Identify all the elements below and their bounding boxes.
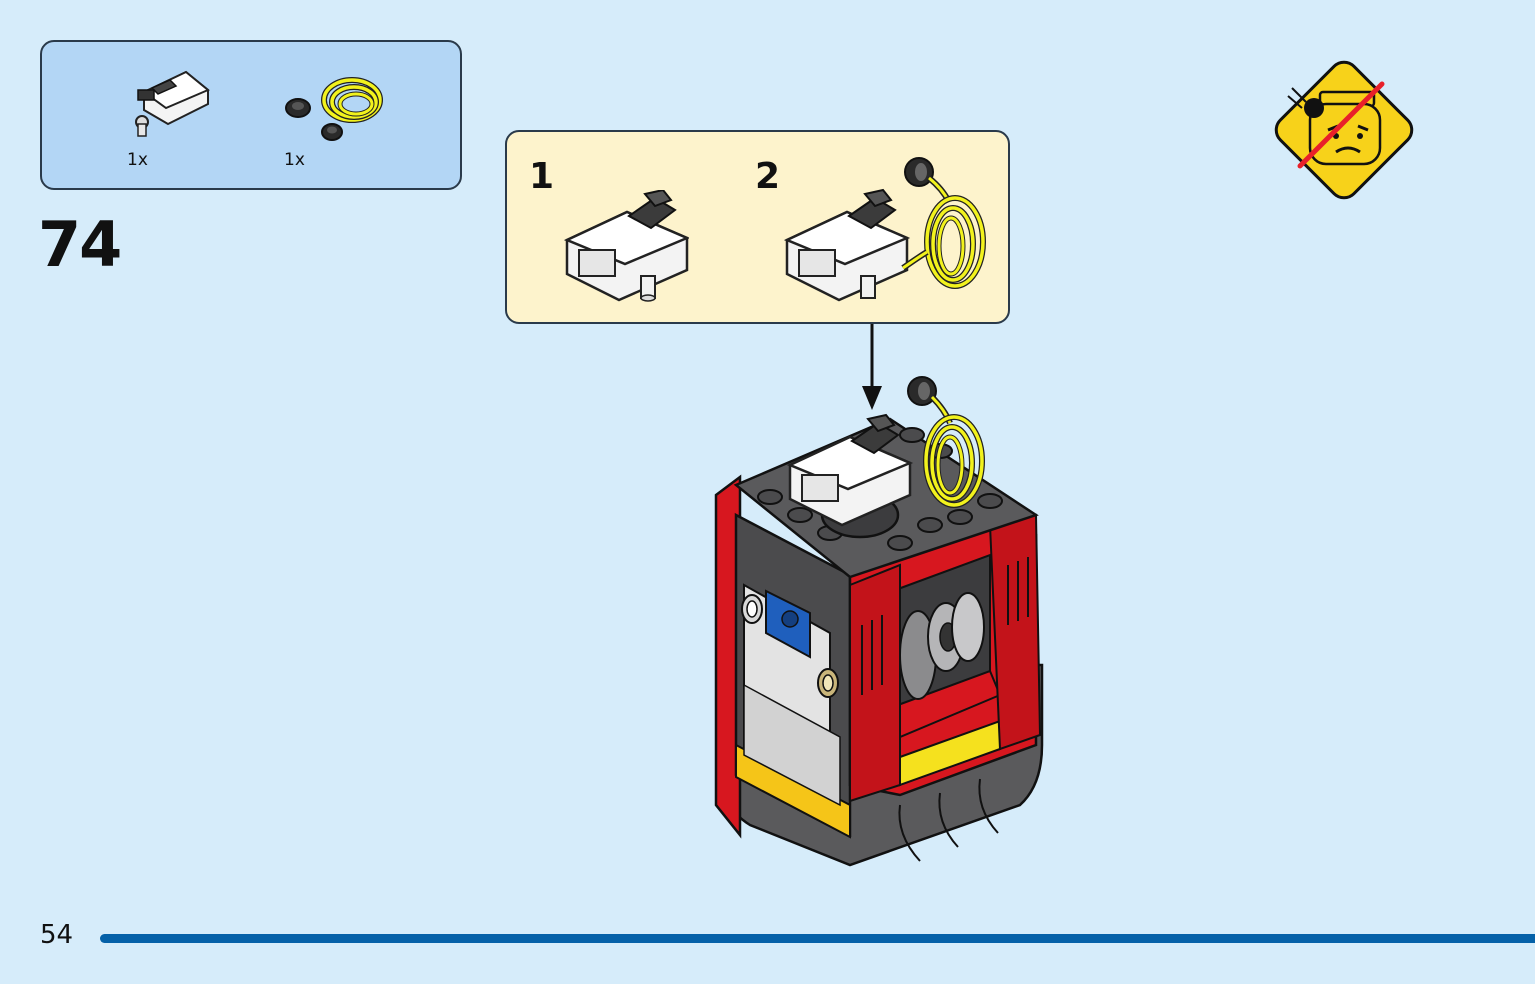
sub-step-number: 2 [755,156,781,197]
yellow-hose-part [282,66,392,146]
page-progress-bar [100,934,1535,943]
page-number: 54 [40,920,74,950]
fire-hydrant-model [700,365,1060,879]
sub-step-2-clip-with-hose [779,156,999,310]
arrow-down-icon [860,324,884,418]
no-projectile-to-face-warning-icon [1262,48,1426,216]
sub-step-number: 1 [529,156,555,197]
sub-assembly-box: 1 2 [505,130,1010,324]
sub-step-1-clip [559,188,691,309]
white-clip-plate-part [124,62,214,142]
part-qty: 1x [284,150,305,170]
parts-list-box: 1x 1x [40,40,462,190]
part-qty: 1x [127,150,148,170]
step-number: 74 [38,208,122,281]
